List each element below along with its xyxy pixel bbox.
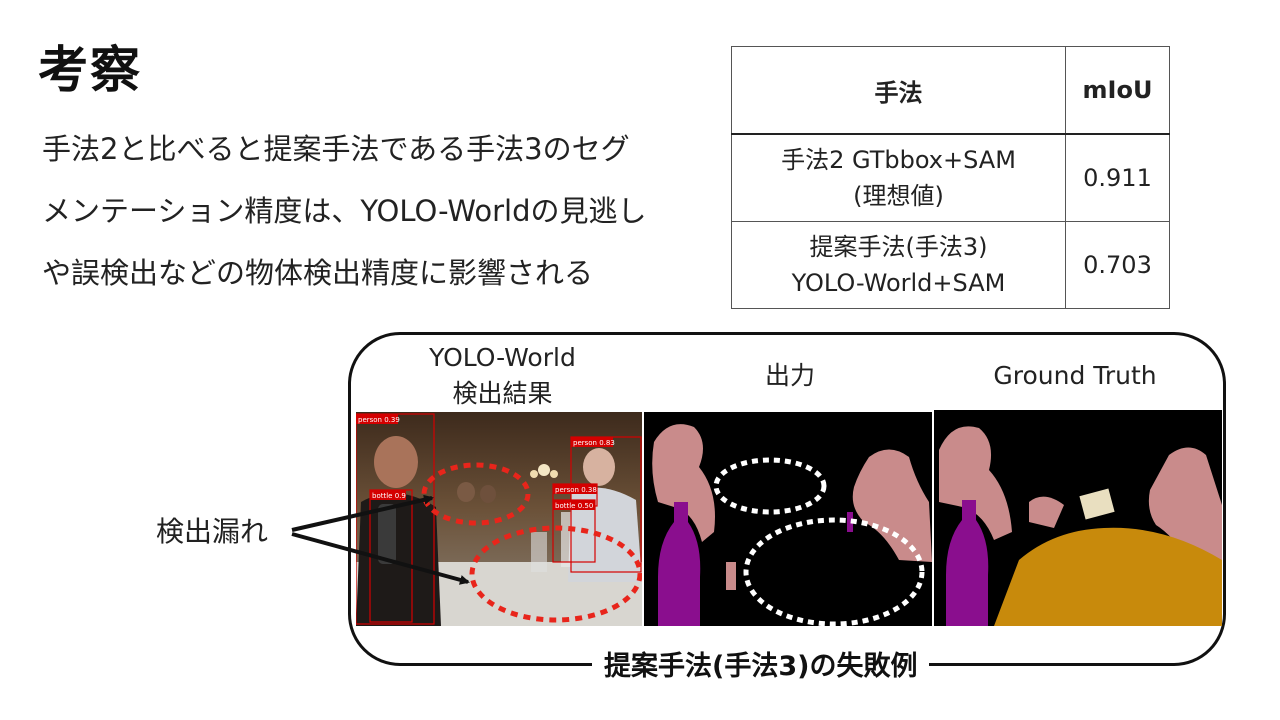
detection-column-label: YOLO-World 検出結果 — [400, 340, 605, 412]
detection-label-line: YOLO-World — [429, 343, 576, 372]
missed-detection-circle — [421, 462, 531, 526]
missed-detection-label: 検出漏れ — [156, 515, 269, 548]
discussion-text: 手法2と比べると提案手法である手法3のセグ メンテーション精度は、YOLO-Wo… — [42, 118, 732, 304]
method-note: YOLO-World+SAM — [791, 269, 1006, 297]
person-head — [457, 482, 475, 502]
detection-tag — [553, 484, 597, 494]
detection-label: person 0.83 — [573, 439, 615, 447]
figure-caption: 提案手法(手法3)の失敗例 — [592, 644, 930, 683]
missed-region-circle — [743, 517, 925, 626]
method-cell: 提案手法(手法3) YOLO-World+SAM — [731, 221, 1066, 309]
bottle-mask — [847, 512, 853, 532]
discussion-line: メンテーション精度は、YOLO-Worldの見逃し — [42, 194, 647, 228]
method-name: 手法2 GTbbox+SAM — [781, 146, 1016, 174]
detection-label-line: 検出結果 — [452, 379, 553, 408]
dining-table-mask — [994, 527, 1222, 626]
miou-table: 手法 mIoU 手法2 GTbbox+SAM (理想値) 0.911 提案手法(… — [731, 46, 1170, 309]
person-mask — [652, 424, 715, 542]
person-mask — [852, 449, 932, 562]
person-body — [356, 493, 441, 626]
glass — [561, 512, 571, 567]
detection-label: bottle 0.50 — [555, 502, 593, 510]
detection-label: person 0.38 — [555, 486, 597, 494]
ground-truth-image — [934, 410, 1222, 626]
header-miou: mIoU — [1065, 46, 1170, 135]
bottle-mask — [946, 500, 989, 626]
person-head — [374, 436, 418, 488]
page-title: 考察 — [38, 41, 142, 99]
detection-tag — [370, 490, 406, 500]
detection-label: person 0.39 — [358, 416, 400, 424]
chandelier-light — [550, 470, 558, 478]
output-mask-image — [644, 412, 932, 626]
chandelier-light — [530, 470, 538, 478]
person-head — [583, 448, 615, 486]
person-mask — [939, 426, 1012, 540]
detection-result-image: person 0.39 person 0.83 bottle 0.9 perso… — [356, 412, 642, 626]
output-column-label: 出力 — [764, 361, 815, 390]
glass — [531, 532, 547, 572]
person-head — [480, 485, 496, 503]
method-note: (理想値) — [853, 182, 944, 210]
person-mask — [726, 562, 736, 590]
person-mask — [1148, 447, 1222, 565]
person-body — [568, 487, 642, 582]
discussion-line: 手法2と比べると提案手法である手法3のセグ — [42, 132, 630, 166]
bottle-mask — [658, 502, 701, 626]
detection-tag — [356, 414, 398, 424]
arrow — [291, 494, 434, 532]
missed-region-circle — [713, 457, 827, 515]
method-cell: 手法2 GTbbox+SAM (理想値) — [731, 133, 1066, 222]
table-row: 提案手法(手法3) YOLO-World+SAM 0.703 — [731, 221, 1170, 309]
method-name: 提案手法(手法3) — [809, 233, 988, 261]
ground-truth-column-label: Ground Truth — [993, 361, 1157, 390]
discussion-line: や誤検出などの物体検出精度に影響される — [42, 256, 594, 290]
detection-label: bottle 0.9 — [372, 492, 406, 500]
chandelier-light — [538, 464, 550, 476]
table-header-row: 手法 mIoU — [731, 46, 1170, 135]
missed-detection-circle — [469, 525, 642, 623]
object-mask — [1079, 488, 1115, 520]
arrow — [291, 532, 470, 585]
miou-value: 0.703 — [1065, 221, 1170, 309]
person-mask — [1029, 496, 1064, 528]
bottle — [378, 504, 396, 564]
detection-tag — [553, 500, 595, 510]
detection-tag — [571, 437, 613, 447]
